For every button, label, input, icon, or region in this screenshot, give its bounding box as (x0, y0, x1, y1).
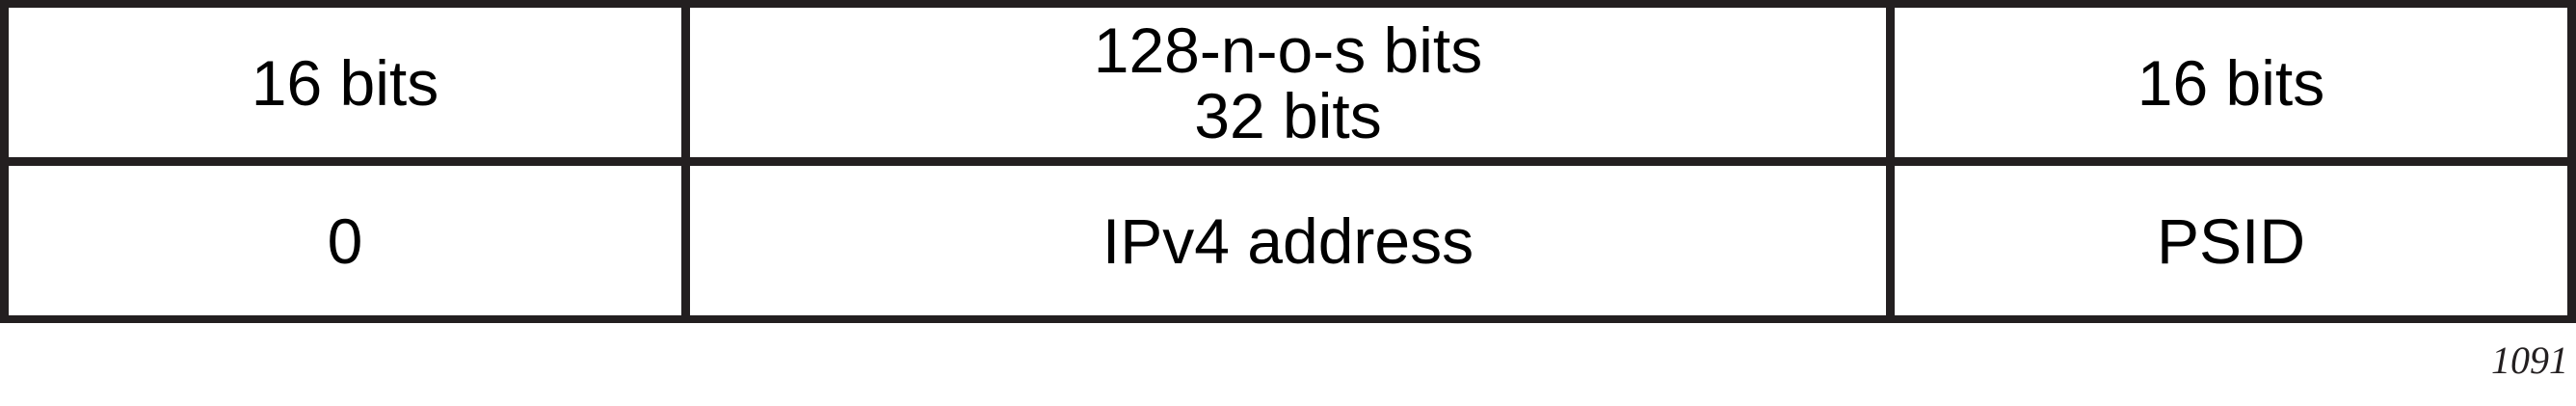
table-column-divider-2 (1886, 0, 1895, 323)
header-cell-text: 16 bits (251, 46, 439, 119)
header-cell-text: 16 bits (2137, 46, 2325, 119)
content-cell-text: PSID (2156, 204, 2306, 277)
figure-number: 1091 (2491, 338, 2568, 382)
header-cell-psid-bits: 16 bits (1895, 8, 2567, 157)
header-cell-ipv4-bits: 128-n-o-s bits 32 bits (690, 8, 1886, 157)
table-border-right (2567, 0, 2576, 323)
table-row-divider (0, 157, 2576, 166)
table-column-divider-1 (681, 0, 690, 323)
content-cell-psid: PSID (1895, 166, 2567, 315)
table-border-bottom (0, 315, 2576, 323)
header-cell-prefix-bits: 16 bits (9, 8, 681, 157)
header-cell-text-line1: 128-n-o-s bits (1093, 14, 1483, 86)
header-cell-text-line2: 32 bits (1194, 79, 1382, 151)
table-border-left (0, 0, 9, 323)
table-border-top (0, 0, 2576, 8)
address-format-table: 16 bits 128-n-o-s bits 32 bits 16 bits 0… (0, 0, 2576, 323)
content-cell-text: IPv4 address (1102, 204, 1474, 277)
content-cell-ipv4-address: IPv4 address (690, 166, 1886, 315)
content-cell-zero: 0 (9, 166, 681, 315)
content-cell-text: 0 (327, 204, 363, 277)
